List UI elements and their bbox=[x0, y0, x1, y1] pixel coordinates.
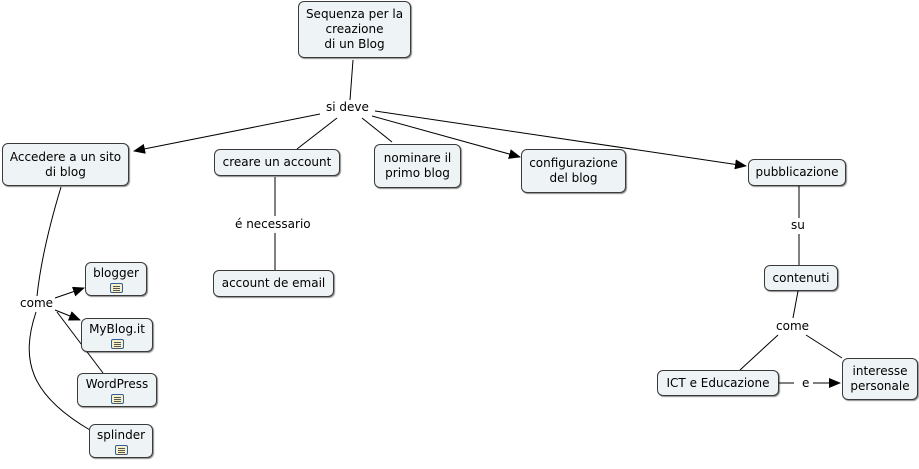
line-come-interesse bbox=[805, 334, 843, 359]
arrow-come-myblog bbox=[54, 309, 81, 321]
document-icon[interactable] bbox=[110, 339, 124, 349]
node-nominare-label: nominare il primo blog bbox=[383, 151, 452, 180]
link-phrase-si-deve: si deve bbox=[324, 100, 371, 114]
link-phrase-e-necessario: é necessario bbox=[233, 217, 313, 231]
node-accedere-label: Accedere a un sito di blog bbox=[9, 149, 122, 179]
node-accedere[interactable]: Accedere a un sito di blog bbox=[2, 143, 129, 186]
line-root-sideve bbox=[349, 59, 354, 101]
link-phrase-su: su bbox=[789, 218, 807, 232]
node-interesse-personale[interactable]: interesse personale bbox=[842, 358, 918, 400]
arrow-sideve-pubblicazione bbox=[374, 110, 747, 170]
node-blogger-label: blogger bbox=[93, 266, 139, 280]
node-nominare[interactable]: nominare il primo blog bbox=[374, 144, 461, 188]
node-creare-account[interactable]: creare un account bbox=[214, 149, 340, 176]
link-phrase-come-contenuti: come bbox=[774, 319, 812, 333]
node-wordpress[interactable]: WordPress bbox=[77, 373, 157, 407]
line-come-ict bbox=[739, 334, 779, 371]
node-contenuti[interactable]: contenuti bbox=[764, 265, 838, 291]
document-icon[interactable] bbox=[109, 283, 123, 293]
node-account-email[interactable]: account de email bbox=[213, 270, 334, 297]
line-come-splinder bbox=[28, 311, 91, 431]
document-icon[interactable] bbox=[114, 445, 128, 455]
line-contenuti-come bbox=[792, 290, 799, 319]
line-accedere-come bbox=[36, 186, 62, 297]
document-icon[interactable] bbox=[110, 394, 124, 404]
line-sideve-creare bbox=[296, 117, 338, 150]
node-contenuti-label: contenuti bbox=[772, 270, 830, 285]
node-creare-account-label: creare un account bbox=[222, 155, 332, 169]
node-splinder-label: splinder bbox=[96, 428, 146, 442]
node-ict-educazione[interactable]: ICT e Educazione bbox=[657, 370, 779, 396]
line-come-wordpress bbox=[56, 311, 104, 374]
arrow-sideve-accedere bbox=[133, 113, 321, 154]
link-phrase-come-blog: come bbox=[18, 296, 56, 310]
node-configurazione[interactable]: configurazione del blog bbox=[521, 149, 626, 193]
root-node-label: Sequenza per la creazione di un Blog bbox=[305, 7, 404, 51]
node-interesse-personale-label: interesse personale bbox=[850, 364, 910, 393]
node-splinder[interactable]: splinder bbox=[89, 424, 153, 458]
arrow-come-blogger bbox=[54, 286, 85, 299]
line-sideve-nominare bbox=[361, 117, 393, 143]
node-wordpress-label: WordPress bbox=[85, 377, 149, 391]
link-phrase-e: e bbox=[800, 376, 812, 390]
node-pubblicazione[interactable]: pubblicazione bbox=[748, 159, 846, 186]
node-ict-educazione-label: ICT e Educazione bbox=[666, 375, 770, 390]
root-node[interactable]: Sequenza per la creazione di un Blog bbox=[298, 1, 411, 58]
node-configurazione-label: configurazione del blog bbox=[529, 156, 618, 185]
node-myblog[interactable]: MyBlog.it bbox=[81, 318, 153, 352]
node-myblog-label: MyBlog.it bbox=[89, 322, 145, 336]
node-blogger[interactable]: blogger bbox=[85, 262, 147, 296]
node-pubblicazione-label: pubblicazione bbox=[755, 165, 839, 179]
node-account-email-label: account de email bbox=[221, 276, 326, 290]
arrow-sideve-configurazione bbox=[371, 115, 521, 159]
